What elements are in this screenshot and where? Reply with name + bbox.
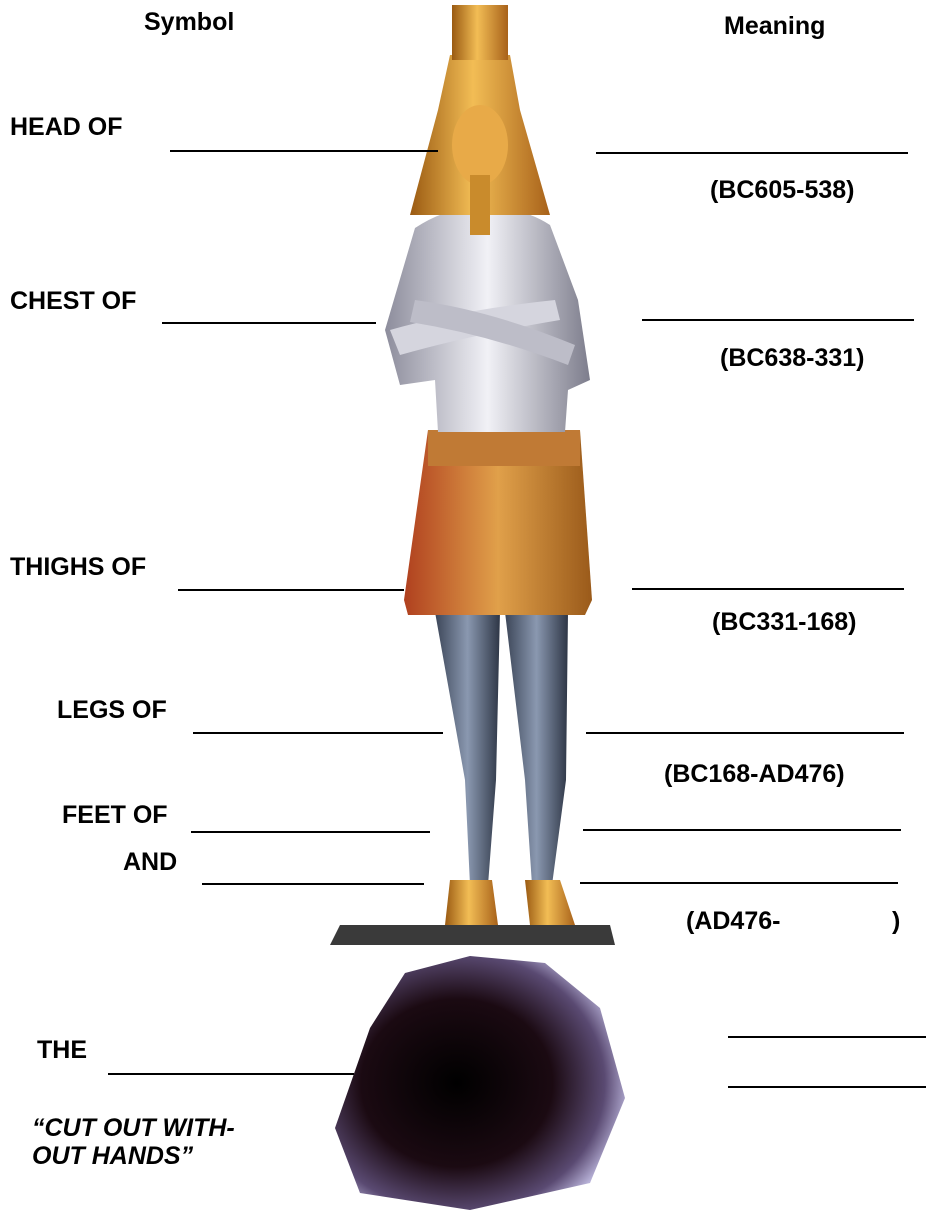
head-label: HEAD OF [10,115,123,140]
chest-label: CHEST OF [10,289,136,314]
chest-date: (BC638-331) [720,346,865,371]
cut-out-line1: “CUT OUT WITH- [32,1116,235,1141]
head-date: (BC605-538) [710,178,855,203]
meaning-header: Meaning [724,14,825,39]
chest-symbol-blank [162,322,376,324]
thighs-date: (BC331-168) [712,610,857,635]
chest-meaning-blank [642,319,914,321]
feet-label: FEET OF [62,803,168,828]
thighs-symbol-blank [178,589,404,591]
thighs-label: THIGHS OF [10,555,146,580]
feet-symbol-blank [191,831,430,833]
and-label: AND [123,850,177,875]
legs-date: (BC168-AD476) [664,762,845,787]
and-meaning-blank [580,882,898,884]
feet-meaning-blank [583,829,901,831]
head-meaning-blank [596,152,908,154]
head-symbol-blank [170,150,438,152]
feet-date-start: (AD476- [686,909,780,934]
stone-meaning-blank-2 [728,1086,926,1088]
and-symbol-blank [202,883,424,885]
stone-symbol-blank [108,1073,354,1075]
stone-illustration [330,948,630,1216]
cut-out-line2: OUT HANDS” [32,1144,193,1169]
statue-illustration [320,0,620,945]
thighs-meaning-blank [632,588,904,590]
legs-meaning-blank [586,732,904,734]
stone-meaning-blank-1 [728,1036,926,1038]
legs-label: LEGS OF [57,698,167,723]
feet-date-end: ) [892,909,900,934]
the-label: THE [37,1038,87,1063]
legs-symbol-blank [193,732,443,734]
symbol-header: Symbol [144,10,234,35]
